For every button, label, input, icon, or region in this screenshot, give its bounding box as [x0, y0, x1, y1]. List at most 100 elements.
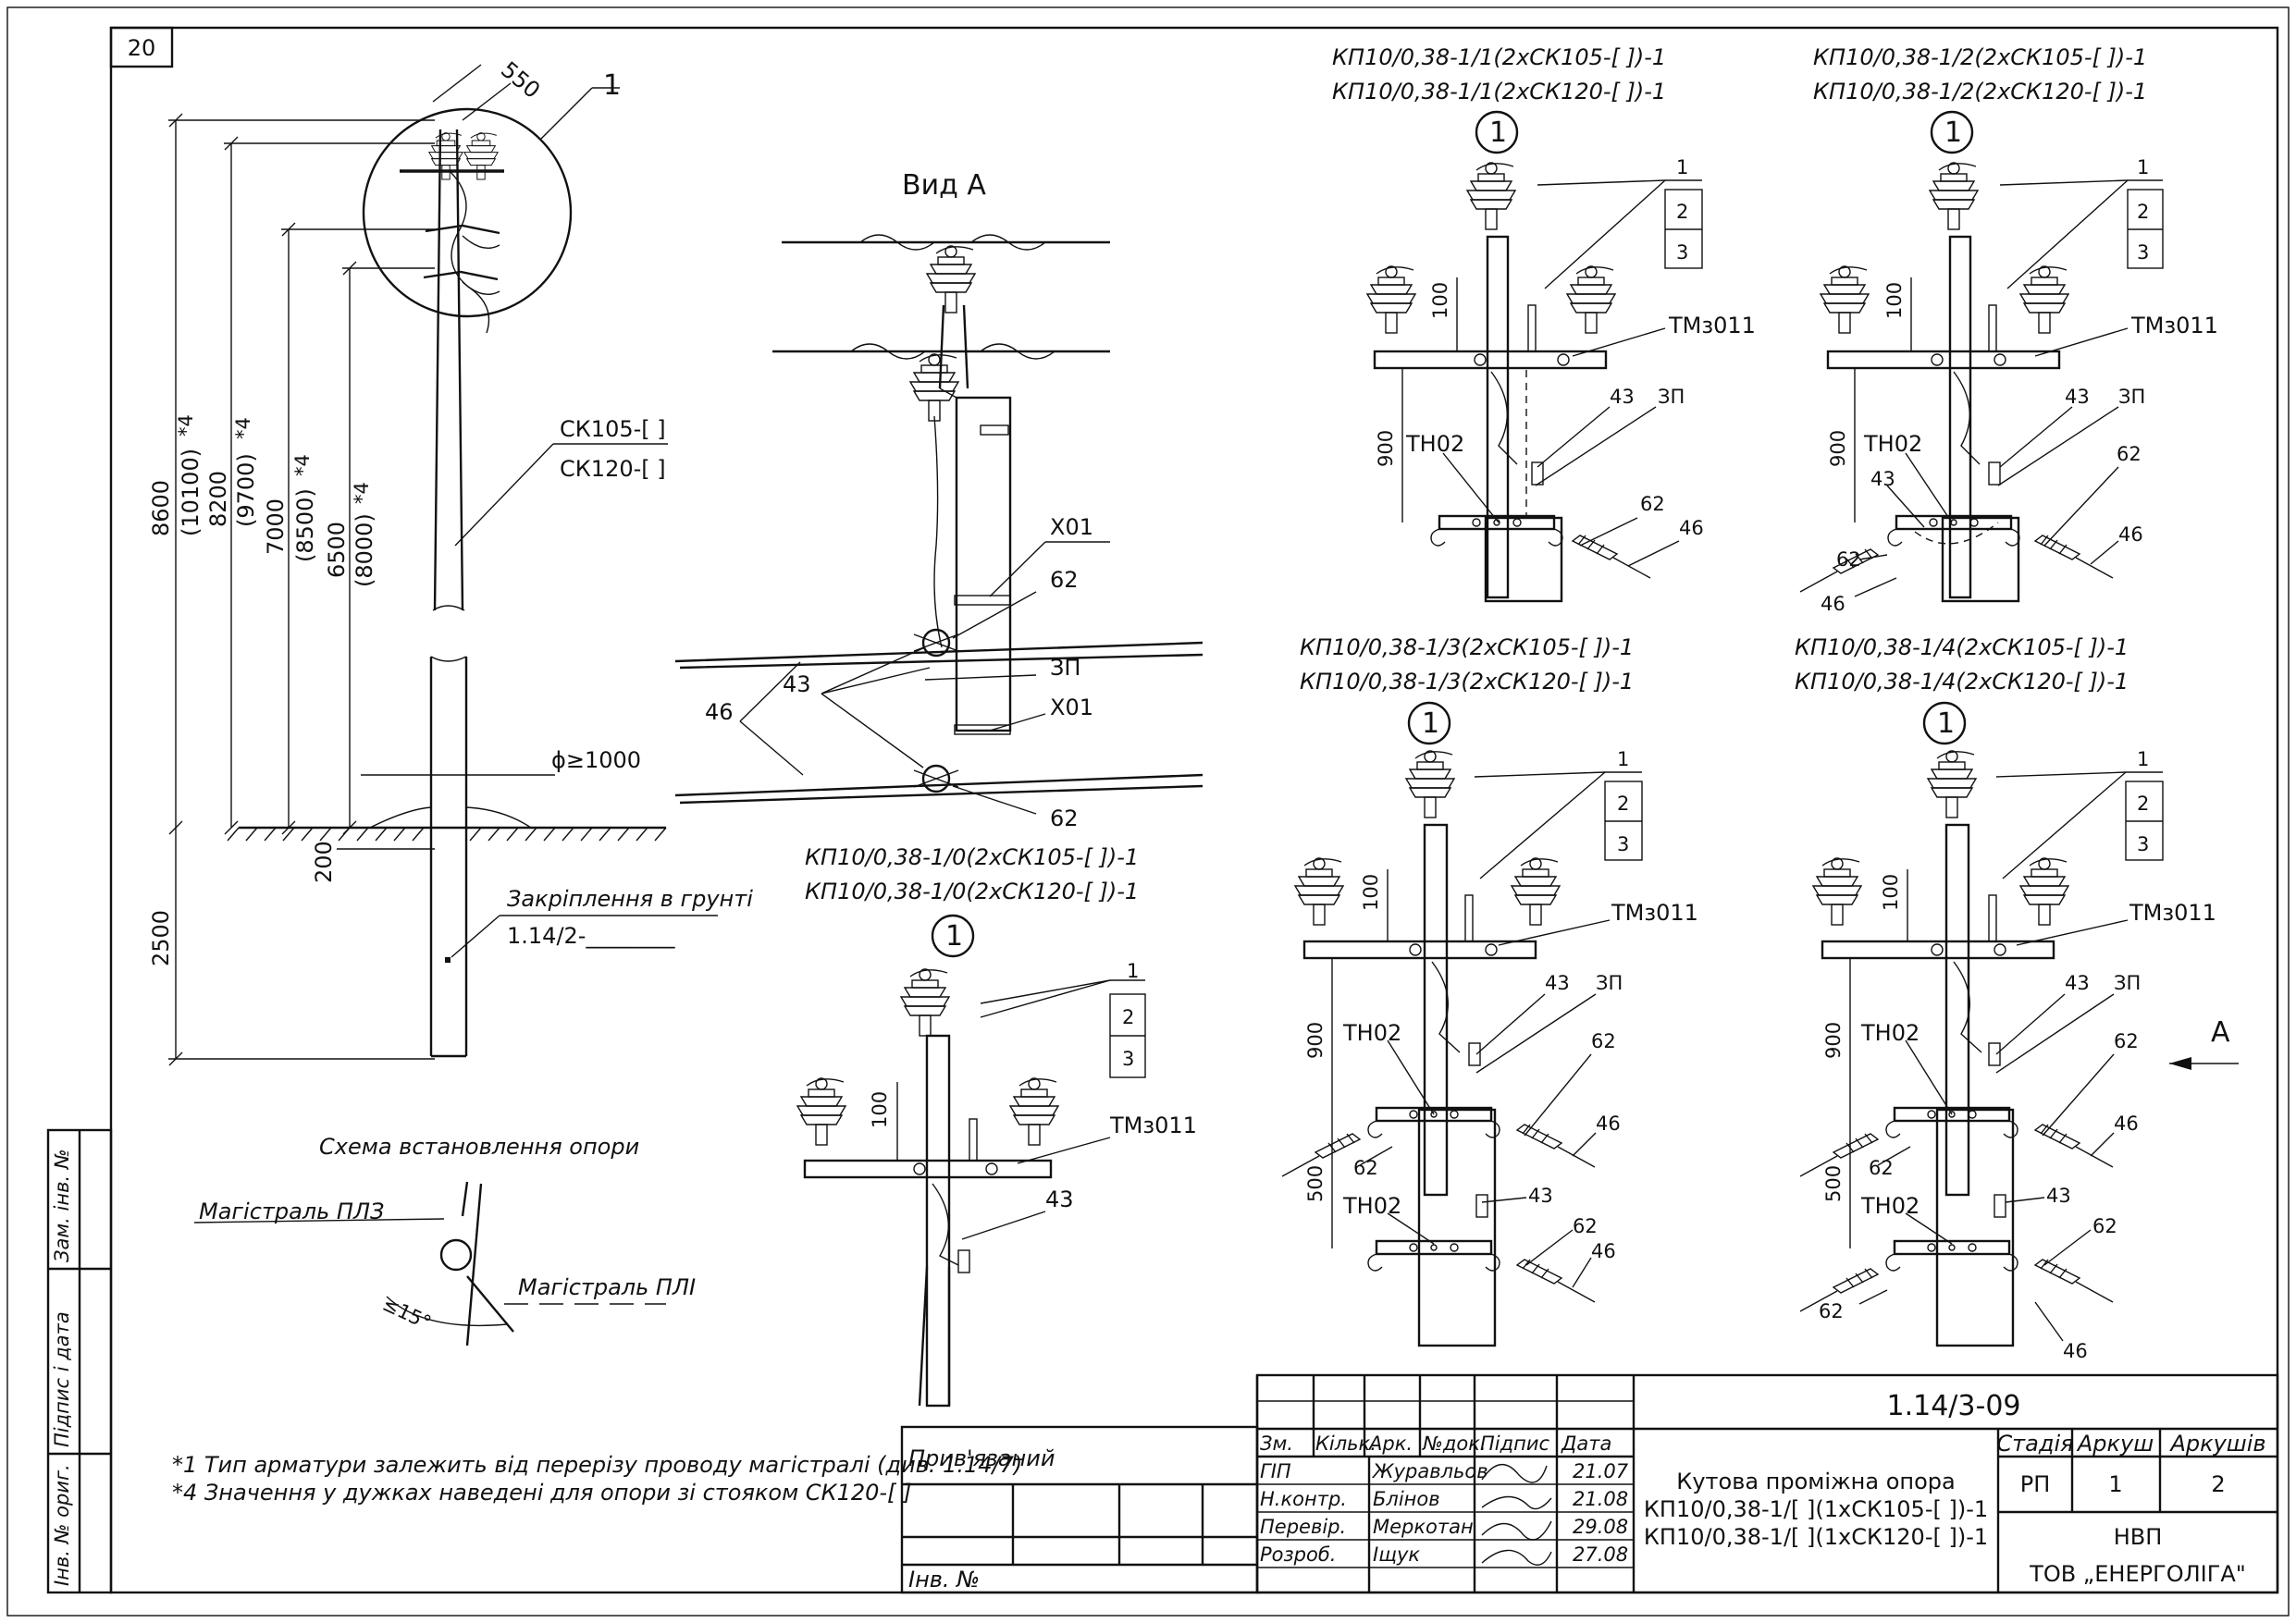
variant-4-d900: 900	[1822, 1022, 1845, 1059]
variant-2-n3: 3	[2137, 241, 2149, 264]
variant-4-62-a: 62	[2114, 1030, 2139, 1052]
variant-3-43: 43	[1545, 972, 1570, 994]
sheet-value: 1	[2108, 1471, 2122, 1497]
variant-1-zp: ЗП	[1658, 386, 1685, 408]
variant-3-n2: 2	[1617, 793, 1629, 815]
variant-2-circle: 1	[1944, 117, 1962, 149]
row-perevir-role: Перевір.	[1260, 1516, 1346, 1538]
anchor-ref: 1.14/2-________	[507, 923, 675, 949]
org-line-2: ТОВ „ЕНЕРГОЛІГА"	[2029, 1561, 2246, 1587]
sheet-corner-number: 20	[128, 35, 156, 61]
view-a-label-62-bottom: 62	[1050, 805, 1079, 831]
variant-4-line-2: КП10/0,38-1/4(2хСК120-[ ])-1	[1795, 669, 2129, 695]
dim-8000: (8000)	[352, 513, 377, 587]
doc-title-2: КП10/0,38-1/[ ](1хСК105-[ ])-1	[1644, 1496, 1988, 1522]
pole-elevation: 550 1 ϕ≥1000 8600 (10100) *4 8200 (9700)…	[148, 56, 753, 1066]
variant-0-43: 43	[1045, 1187, 1074, 1212]
bound-label: Прив'язаний	[908, 1445, 1055, 1471]
row-rozrob-name: Іщук	[1373, 1543, 1420, 1566]
variant-3-62-b: 62	[1353, 1157, 1378, 1179]
hdr-doc: №док.	[1422, 1432, 1487, 1455]
variant-1-n1: 1	[1676, 156, 1688, 178]
anchor-label: Закріплення в грунті	[507, 886, 753, 912]
view-a-diagram: Вид А Х01 62 ЗП Х01 62	[674, 169, 1204, 831]
variant-4-tm: ТМз011	[2129, 900, 2216, 926]
variant-4-62-c: 62	[2092, 1215, 2117, 1237]
view-a-label-46: 46	[705, 699, 734, 725]
variant-2-line-1: КП10/0,38-1/2(2хСК105-[ ])-1	[1813, 44, 2147, 70]
variant-3-d500: 500	[1304, 1165, 1327, 1202]
variant-2-n1: 1	[2137, 156, 2149, 178]
detail-variant-3: КП10/0,38-1/3(2хСК105-[ ])-1 КП10/0,38-1…	[1281, 634, 1698, 1347]
variant-4-circle: 1	[1937, 707, 1955, 740]
variant-2-46: 46	[2118, 523, 2143, 546]
variant-3-line-2: КП10/0,38-1/3(2хСК120-[ ])-1	[1300, 669, 1634, 695]
detail-variant-1: КП10/0,38-1/1(2хСК105-[ ])-1 КП10/0,38-1…	[1332, 44, 1756, 603]
variant-1-43: 43	[1610, 386, 1635, 408]
sheets-value: 2	[2211, 1471, 2225, 1497]
stage-header: Стадія	[1996, 1431, 2073, 1457]
title-block: Прив'язаний Інв. № 1.14/3-09 Зм. Кільк. …	[900, 1373, 2279, 1594]
variant-0-n3: 3	[1122, 1048, 1134, 1070]
variant-3-zp: ЗП	[1596, 972, 1623, 994]
hdr-ark: Арк.	[1367, 1432, 1413, 1455]
variant-0-d100: 100	[869, 1091, 891, 1128]
variant-3-d900: 900	[1304, 1022, 1327, 1059]
row-nkontr-role: Н.контр.	[1260, 1488, 1347, 1510]
hdr-zm: Зм.	[1260, 1432, 1293, 1455]
variant-4-line-1: КП10/0,38-1/4(2хСК105-[ ])-1	[1795, 634, 2129, 660]
variant-2-th: ТН02	[1863, 431, 1922, 457]
detail-variant-4: КП10/0,38-1/4(2хСК105-[ ])-1 КП10/0,38-1…	[1795, 634, 2239, 1362]
variant-0-circle: 1	[945, 920, 963, 953]
row-nkontr-date: 21.08	[1573, 1488, 1628, 1510]
row-gip-role: ГІП	[1260, 1460, 1291, 1482]
hdr-date: Дата	[1561, 1432, 1611, 1455]
signature-1	[1481, 1464, 1548, 1483]
view-a-label-zp: ЗП	[1050, 655, 1080, 681]
row-rozrob-role: Розроб.	[1260, 1543, 1336, 1566]
variant-1-46: 46	[1679, 517, 1704, 539]
dim-pit: ϕ≥1000	[551, 747, 641, 773]
scheme-title: Схема встановлення опори	[319, 1134, 639, 1160]
org-line-1: НВП	[2114, 1524, 2163, 1550]
variant-3-n1: 1	[1617, 748, 1629, 770]
variant-4-th-1: ТН02	[1860, 1020, 1920, 1046]
view-a-label-x01-top: Х01	[1050, 514, 1093, 540]
side-stamp: Інв. № ориг. Підпис і дата Зам. інв. №	[46, 1128, 113, 1594]
variant-4-d500: 500	[1822, 1165, 1845, 1202]
variant-3-46-b: 46	[1591, 1240, 1616, 1262]
scheme-angle: ≤15°	[379, 1293, 435, 1334]
variant-1-n2: 2	[1676, 201, 1688, 223]
variant-2-zp: ЗП	[2118, 386, 2145, 408]
side-stamp-repl-inv: Зам. інв. №	[51, 1149, 73, 1262]
variant-3-th-2: ТН02	[1342, 1193, 1401, 1219]
view-a-arrow-label: А	[2211, 1016, 2230, 1049]
dim-mark-4: *4	[351, 482, 373, 504]
variant-2-d900: 900	[1827, 430, 1849, 467]
stand-label-1: СК105-[ ]	[560, 416, 666, 442]
dim-550: 550	[496, 56, 545, 104]
signature-4	[1481, 1549, 1552, 1566]
doc-title-3: КП10/0,38-1/[ ](1хСК120-[ ])-1	[1644, 1524, 1988, 1550]
variant-4-d100: 100	[1880, 874, 1902, 911]
view-a-label-x01-bottom: Х01	[1050, 695, 1093, 720]
dim-9700: (9700)	[233, 453, 259, 527]
dim-10100: (10100)	[178, 449, 204, 536]
signature-2	[1481, 1495, 1552, 1510]
view-a-label-62-top: 62	[1050, 567, 1079, 593]
dim-2500: 2500	[148, 910, 174, 966]
variant-2-43: 43	[2065, 386, 2090, 408]
variant-2-n2: 2	[2137, 201, 2149, 223]
dim-200: 200	[311, 841, 337, 883]
variant-3-n3: 3	[1617, 833, 1629, 855]
detail-variant-0: КП10/0,38-1/0(2хСК105-[ ])-1 КП10/0,38-1…	[796, 844, 1197, 1408]
variant-4-62-d: 62	[1819, 1300, 1844, 1322]
variant-0-line-2: КП10/0,38-1/0(2хСК120-[ ])-1	[805, 879, 1139, 904]
variant-1-th: ТН02	[1405, 431, 1464, 457]
variant-3-62-a: 62	[1591, 1030, 1616, 1052]
variant-2-43-left: 43	[1870, 468, 1895, 490]
signature-3	[1481, 1520, 1552, 1541]
variant-0-n2: 2	[1122, 1006, 1134, 1028]
doc-code: 1.14/3-09	[1887, 1390, 2021, 1422]
side-stamp-sign-date: Підпис і дата	[51, 1311, 73, 1447]
